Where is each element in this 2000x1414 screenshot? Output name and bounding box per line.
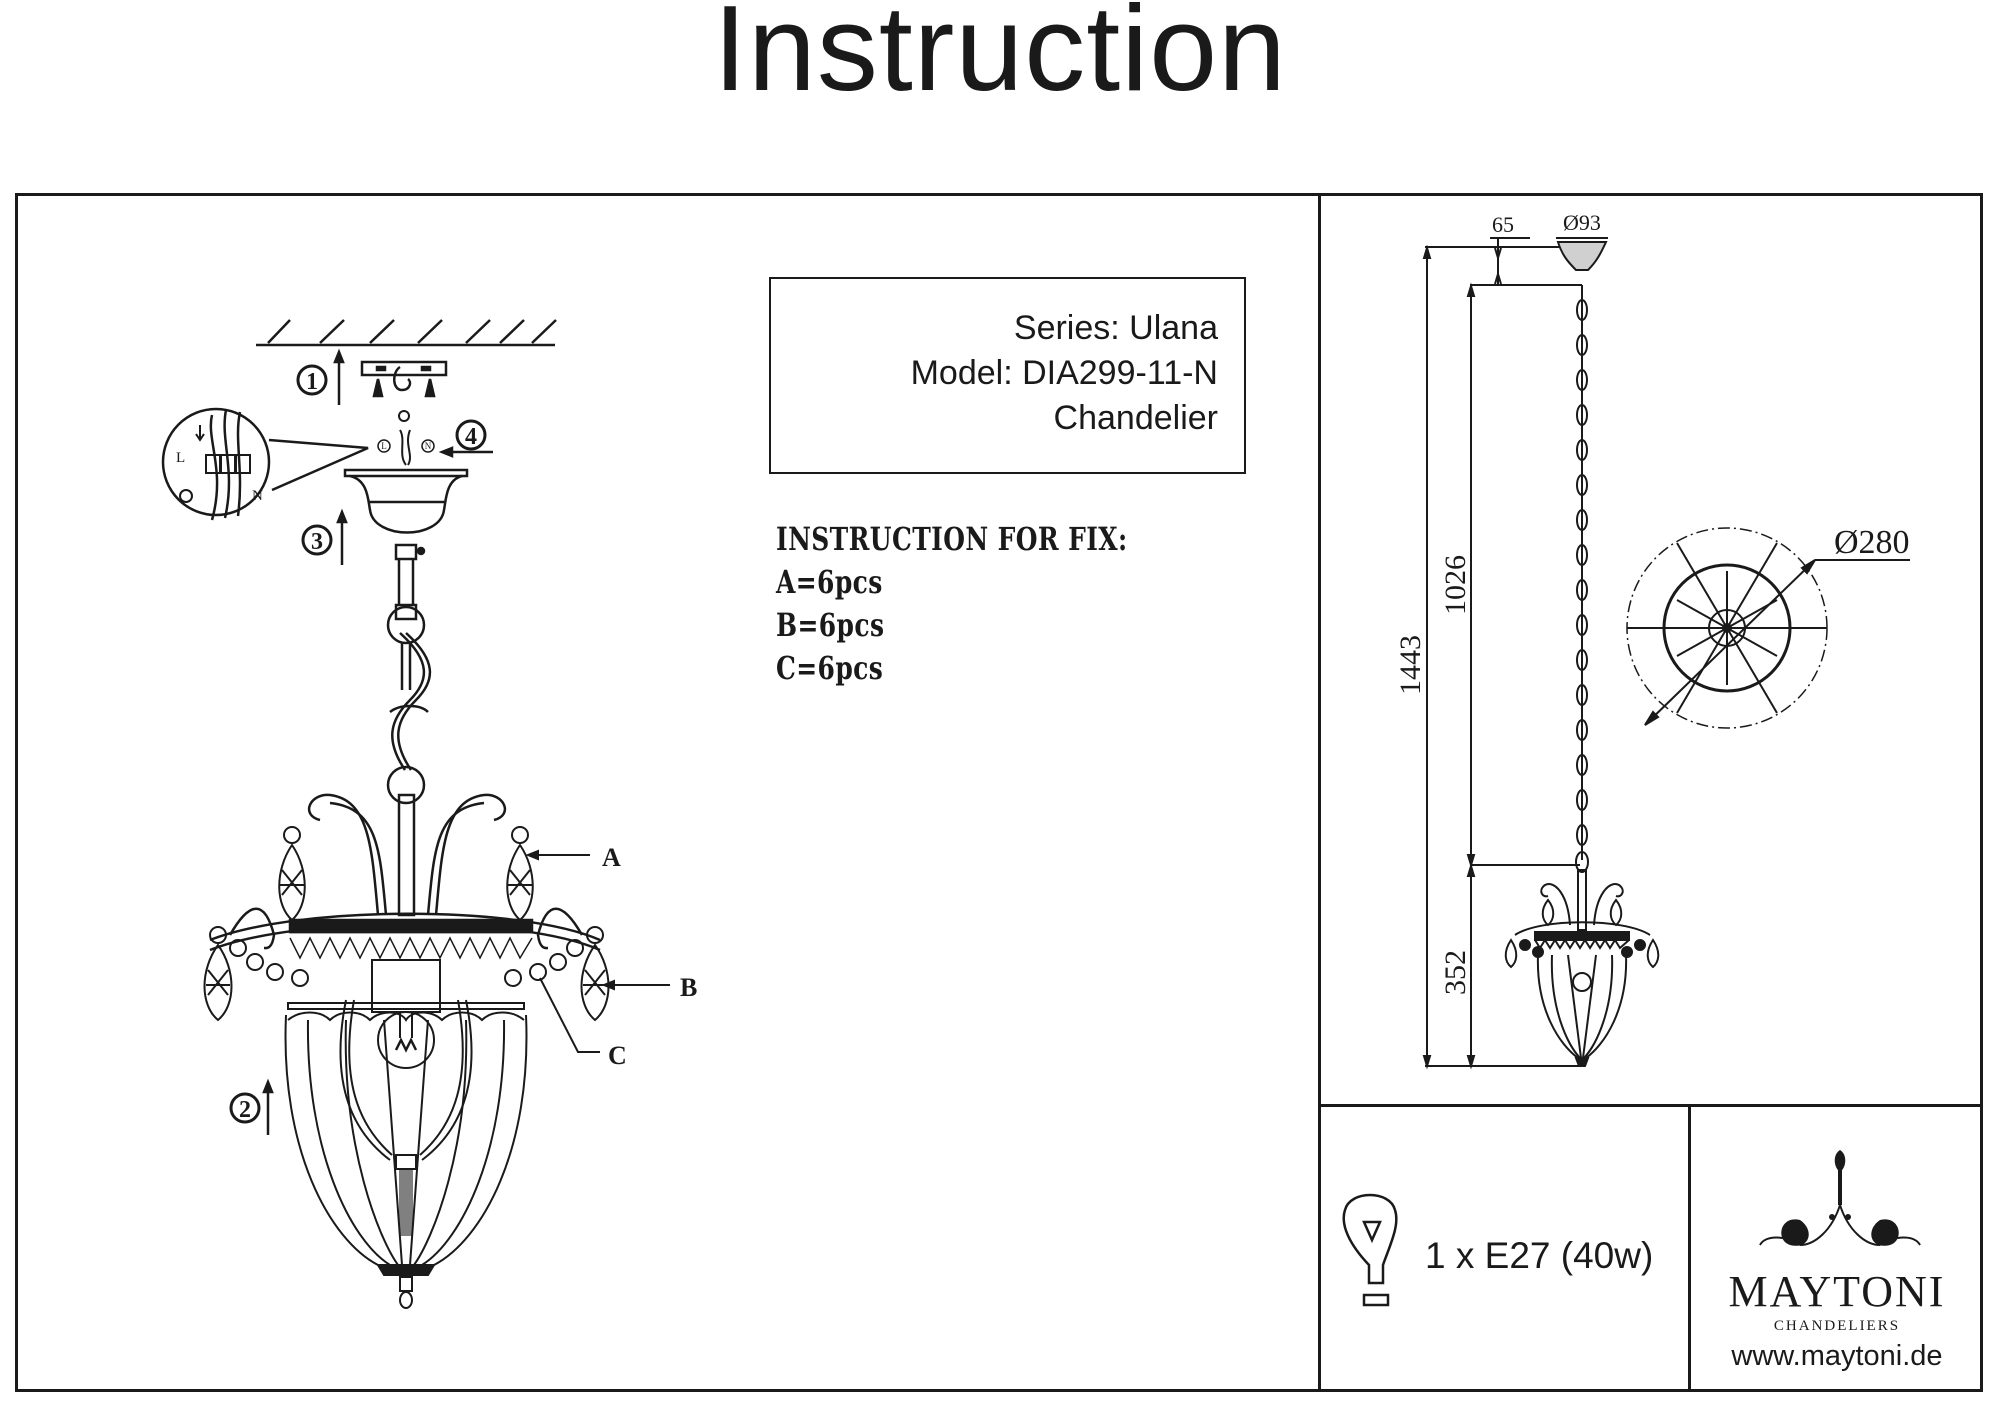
center-stem-icon	[397, 793, 416, 917]
step-4-label: 4	[465, 424, 477, 450]
brand-name: MAYTONI	[1728, 1267, 1946, 1316]
dim-body-height: 352	[1439, 950, 1472, 995]
dim-total-height: 1443	[1394, 635, 1427, 695]
product-info-box: Series: Ulana Model: DIA299-11-N Chandel…	[769, 277, 1246, 474]
model-label: Model: DIA299-11-N	[910, 354, 1218, 392]
step-1-label: 1	[306, 369, 318, 395]
part-label-b: B	[680, 973, 697, 1002]
maytoni-logo-scrolls	[1759, 1204, 1921, 1246]
wire-label-live-small: L	[381, 441, 387, 451]
dim-canopy-height: 65	[1492, 212, 1514, 237]
dim-chain-length: 1026	[1439, 555, 1472, 615]
part-label-a: A	[602, 843, 621, 872]
fringe-icon	[289, 936, 533, 960]
ground-symbol-icon	[398, 410, 410, 422]
footer-divider	[1688, 1104, 1691, 1392]
wire-label-neutral-small: N	[425, 441, 432, 451]
brand-subtitle: CHANDELIERS	[1773, 1318, 1901, 1334]
fix-item-b: B=6pcs	[776, 606, 885, 644]
step-2-label: 2	[239, 1097, 251, 1123]
fix-item-c: C=6pcs	[776, 649, 884, 687]
mounting-bracket-icon	[360, 360, 448, 398]
panel-divider-horizontal	[1318, 1104, 1983, 1107]
lamp-bulb-icon	[371, 959, 441, 1069]
light-bulb-icon	[1342, 1193, 1398, 1307]
brand-url[interactable]: www.maytoni.de	[1731, 1340, 1943, 1372]
fix-heading: INSTRUCTION FOR FIX:	[776, 520, 1128, 558]
crystal-b-icon	[203, 926, 610, 1022]
top-view-icon	[1626, 527, 1910, 729]
product-type-label: Chandelier	[1053, 399, 1218, 437]
dimension-drawing	[1422, 237, 1910, 1070]
arms-icon	[209, 793, 601, 952]
wire-label-live: L	[176, 450, 185, 466]
bulb-spec: 1 x E27 (40w)	[1425, 1235, 1654, 1276]
canopy-icon	[343, 468, 469, 561]
part-leaders	[525, 849, 670, 1053]
dim-body-diameter: Ø280	[1834, 524, 1910, 561]
part-label-c: C	[608, 1041, 627, 1070]
fix-instructions: INSTRUCTION FOR FIX: A=6pcs B=6pcs C=6pc…	[776, 518, 1128, 690]
fix-item-a: A=6pcs	[776, 563, 883, 601]
drawing-frame	[15, 193, 1983, 1392]
maytoni-logo-icon	[1781, 1150, 1899, 1246]
bead-chain-c-icon	[229, 939, 584, 987]
step-3-label: 3	[311, 529, 323, 555]
ceiling-icon	[256, 319, 557, 347]
glass-shade-icon	[284, 999, 528, 1309]
chandelier-small-icon	[1504, 869, 1660, 1067]
chain-small-icon	[1575, 285, 1589, 873]
wire-label-neutral: N	[252, 488, 263, 504]
wiring-detail-callout	[161, 407, 369, 521]
page-title: Instruction	[713, 0, 1287, 116]
dim-canopy-diameter: Ø93	[1563, 210, 1601, 235]
panel-divider-vertical	[1318, 193, 1321, 1392]
chain-icon	[386, 559, 432, 805]
crystal-a-icon	[278, 826, 534, 922]
series-label: Series: Ulana	[1013, 309, 1218, 347]
